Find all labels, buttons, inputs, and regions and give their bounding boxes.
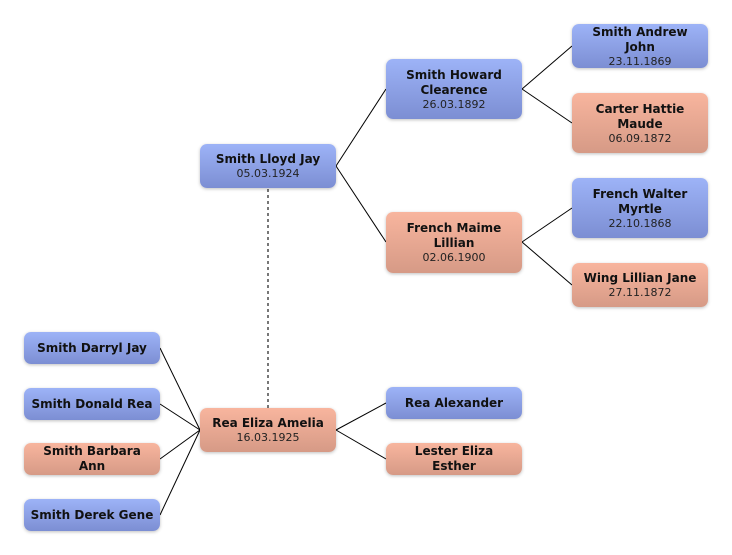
link	[159, 429, 201, 460]
person-name: Smith Derek Gene	[30, 507, 154, 522]
link	[159, 403, 201, 431]
birth-date: 02.06.1900	[422, 251, 486, 264]
birth-date: 26.03.1892	[422, 97, 486, 111]
person-name: Rea Eliza Amelia	[212, 416, 324, 430]
link	[335, 429, 387, 460]
person-name: Smith Andrew John	[592, 24, 688, 54]
person-name: Smith Darryl Jay	[37, 340, 147, 355]
link	[335, 88, 387, 167]
person-rea-alexander[interactable]: Rea Alexander	[386, 387, 522, 419]
person-smith-derek-gene[interactable]: Smith Derek Gene	[24, 499, 160, 531]
link	[521, 45, 573, 90]
person-name: Rea Alexander	[404, 395, 504, 410]
person-name: Lester Eliza Esther	[414, 444, 494, 473]
birth-date: 06.09.1872	[608, 131, 672, 145]
link	[521, 88, 573, 124]
birth-date: 16.03.1925	[236, 431, 300, 444]
link	[159, 429, 201, 516]
link	[521, 207, 573, 243]
link	[335, 402, 387, 431]
person-name: Wing Lillian Jane	[583, 271, 697, 285]
link	[159, 347, 201, 431]
person-smith-donald-rea[interactable]: Smith Donald Rea	[24, 388, 160, 420]
person-name: Smith Howard Clearence	[406, 67, 502, 97]
person-smith-barbara-ann[interactable]: Smith Barbara Ann	[24, 443, 160, 475]
birth-date: 05.03.1924	[236, 167, 300, 180]
birth-date: 22.10.1868	[608, 216, 672, 230]
birth-date: 27.11.1872	[608, 286, 672, 299]
link	[335, 165, 387, 243]
person-name: French Maime Lillian	[406, 221, 502, 250]
birth-date: 23.11.1869	[608, 54, 672, 68]
person-name: Smith Donald Rea	[31, 396, 153, 411]
person-smith-darryl-jay[interactable]: Smith Darryl Jay	[24, 332, 160, 364]
link	[521, 241, 573, 286]
person-name: French Walter Myrtle	[592, 186, 688, 216]
person-name: Smith Lloyd Jay	[215, 152, 321, 166]
person-lester-eliza-esther[interactable]: Lester Eliza Esther	[386, 443, 522, 475]
person-name: Smith Barbara Ann	[43, 444, 141, 473]
person-name: Carter Hattie Maude	[595, 101, 685, 131]
